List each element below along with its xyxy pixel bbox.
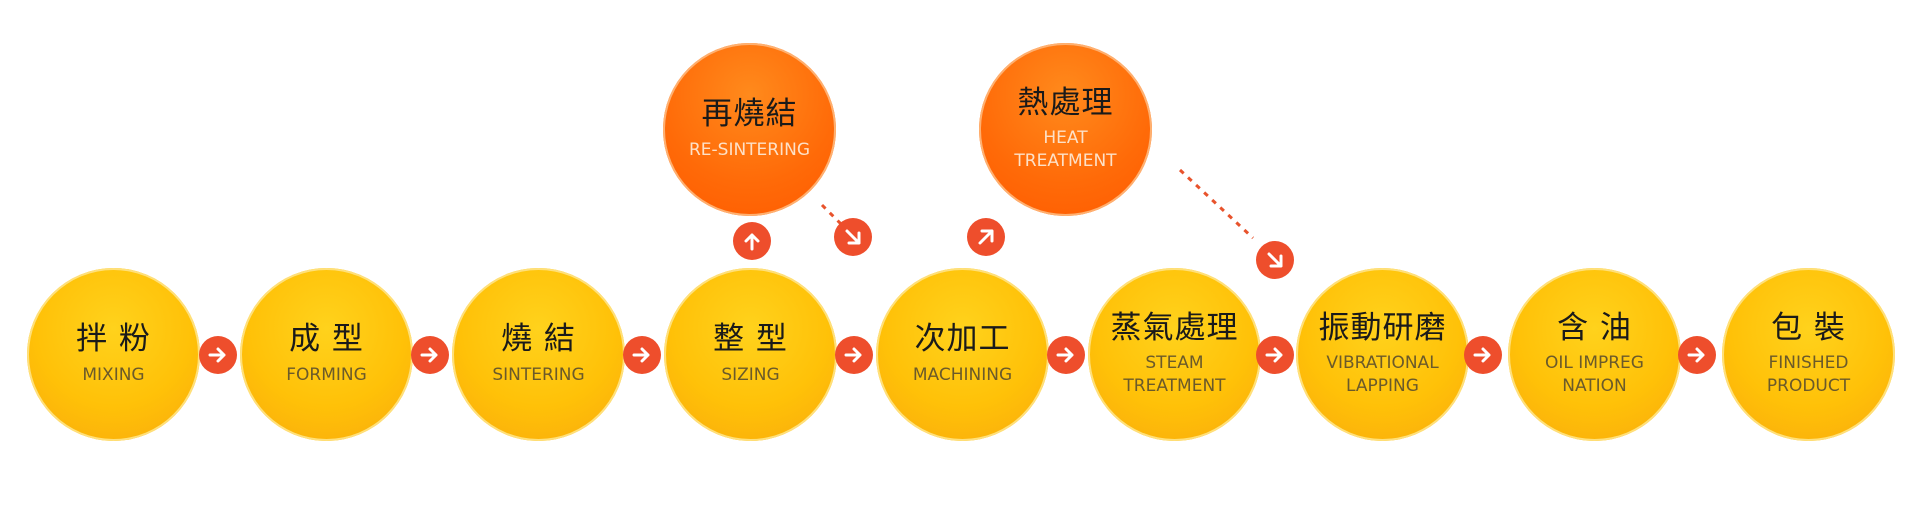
step-en-label: FORMING <box>286 364 367 385</box>
step-en-label: MIXING <box>82 364 145 385</box>
step-zh-label: 拌 粉 <box>76 321 151 358</box>
dotted-connector-heat-treatment <box>1178 168 1255 240</box>
step-machining: 次加工 MACHINING <box>876 268 1049 441</box>
step-zh-label: 整 型 <box>713 321 788 358</box>
step-sintering: 燒 結 SINTERING <box>452 268 625 441</box>
step-en-label: MACHINING <box>912 364 1013 385</box>
step-zh-label: 含 油 <box>1557 309 1632 346</box>
arrow-right-icon <box>1464 336 1502 374</box>
step-zh-label: 燒 結 <box>501 321 576 358</box>
arrow-right-icon <box>1678 336 1716 374</box>
step-mixing: 拌 粉 MIXING <box>27 268 200 441</box>
step-sizing: 整 型 SIZING <box>664 268 837 441</box>
step-en-label: SIZING <box>721 364 780 385</box>
step-zh-label: 熱處理 <box>1017 84 1114 121</box>
arrow-down-right-icon <box>1256 241 1294 279</box>
step-zh-label: 振動研磨 <box>1318 309 1447 346</box>
arrow-up-icon <box>733 222 771 260</box>
step-zh-label: 蒸氣處理 <box>1110 309 1239 346</box>
step-zh-label: 包 裝 <box>1771 309 1846 346</box>
step-forming: 成 型 FORMING <box>240 268 413 441</box>
arrow-right-icon <box>835 336 873 374</box>
step-zh-label: 次加工 <box>914 321 1011 358</box>
step-zh-label: 再燒結 <box>701 96 798 133</box>
step-en-label: SINTERING <box>492 364 585 385</box>
arrow-right-icon <box>199 336 237 374</box>
arrow-right-icon <box>1256 336 1294 374</box>
step-zh-label: 成 型 <box>289 321 364 358</box>
step-en-label: RE-SINTERING <box>688 139 811 160</box>
step-re-sintering: 再燒結 RE-SINTERING <box>663 43 836 216</box>
arrow-right-icon <box>1047 336 1085 374</box>
arrow-right-icon <box>411 336 449 374</box>
arrow-down-right-icon <box>834 218 872 256</box>
arrow-right-icon <box>623 336 661 374</box>
arrow-up-right-icon <box>967 218 1005 256</box>
